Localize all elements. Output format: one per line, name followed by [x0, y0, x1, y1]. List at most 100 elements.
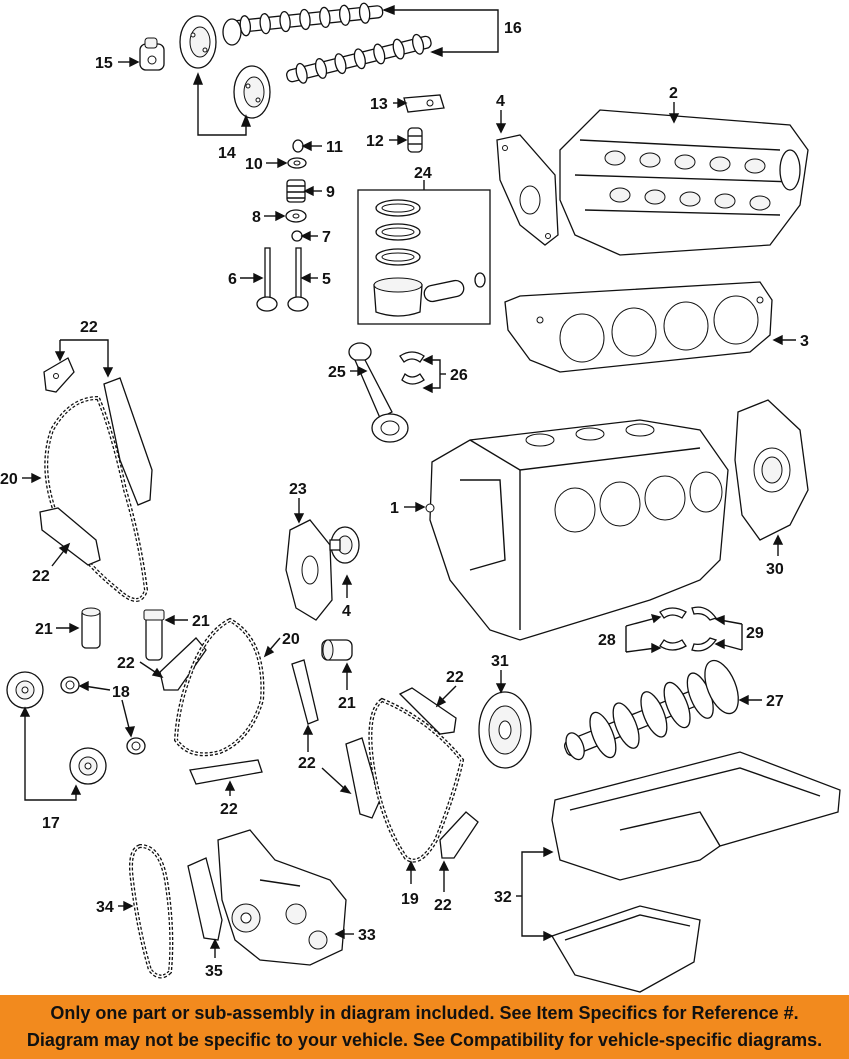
- callout-31: 31: [491, 653, 509, 670]
- spring-seat-8: [285, 209, 307, 223]
- oil-pump-chain: [129, 843, 174, 979]
- callout-24: 24: [414, 165, 432, 182]
- cylinder-head: [559, 109, 809, 256]
- head-gasket: [504, 281, 773, 373]
- callout-34: 34: [96, 899, 114, 916]
- callout-21-mid: 21: [192, 613, 210, 630]
- chain-guide-right-bottom: [439, 811, 479, 859]
- lash-adjuster-12: [407, 127, 423, 153]
- leader-lines: [19, 4, 796, 958]
- valve-6: [256, 247, 278, 312]
- tensioner-21-mid: [143, 609, 165, 661]
- chain-guide-bottom-mid: [189, 759, 263, 785]
- chain-guide-lower-left: [39, 507, 101, 566]
- crankshaft: [563, 659, 739, 761]
- callout-2: 2: [669, 85, 678, 102]
- tensioner-21-left: [81, 607, 101, 649]
- callout-14: 14: [218, 145, 236, 162]
- callout-7: 7: [322, 229, 331, 246]
- callout-20-left: 20: [0, 471, 18, 488]
- retainer-10: [287, 157, 307, 169]
- tensioner-21-right: [321, 639, 353, 661]
- callout-17: 17: [42, 815, 60, 832]
- valve-5: [287, 247, 309, 312]
- callout-22-top: 22: [80, 319, 98, 336]
- chain-guide-mid: [159, 637, 207, 691]
- chain-guide-right-top: [398, 687, 457, 735]
- chain-guide-top-left: [43, 357, 75, 393]
- engine-block: [425, 419, 729, 641]
- callout-22-right-bottom: 22: [434, 897, 452, 914]
- callout-4-upper: 4: [496, 93, 505, 110]
- chain-guide-right-mid: [345, 737, 381, 819]
- crank-sprocket-23: [285, 519, 333, 621]
- callout-28: 28: [598, 632, 616, 649]
- camshaft-lower: [286, 33, 432, 84]
- callout-6: 6: [228, 271, 237, 288]
- callout-10: 10: [245, 156, 263, 173]
- callout-22-mid: 22: [117, 655, 135, 672]
- callout-22-vertical: 22: [298, 755, 316, 772]
- bushing-18-lower: [126, 737, 146, 755]
- timing-chain-middle: [173, 617, 265, 757]
- piston-kit-box: [357, 189, 491, 325]
- callout-25: 25: [328, 364, 346, 381]
- callout-21-left: 21: [35, 621, 53, 638]
- callout-4-lower: 4: [342, 603, 351, 620]
- rear-main-seal-cover: [734, 399, 809, 541]
- timing-chain-left: [44, 395, 149, 602]
- callout-21-right: 21: [338, 695, 356, 712]
- callout-35: 35: [205, 963, 223, 980]
- callout-16: 16: [504, 20, 522, 37]
- oil-pan-lower: [551, 905, 701, 993]
- disclaimer-line-2: Diagram may not be specific to your vehi…: [26, 1030, 823, 1050]
- callout-15: 15: [95, 55, 113, 72]
- oil-pump-guide: [187, 857, 223, 941]
- callout-22-bottom-mid: 22: [220, 801, 238, 818]
- oil-pan-upper: [551, 751, 841, 881]
- callout-18: 18: [112, 684, 130, 701]
- connecting-rod: [348, 342, 409, 443]
- cam-adjuster-upper: [179, 15, 217, 69]
- callout-32: 32: [494, 889, 512, 906]
- callout-19: 19: [401, 891, 419, 908]
- callout-8: 8: [252, 209, 261, 226]
- callout-12: 12: [366, 133, 384, 150]
- cam-adjuster-lower: [233, 65, 271, 119]
- camshaft-upper: [222, 2, 384, 46]
- callout-22-right-top: 22: [446, 669, 464, 686]
- callout-27: 27: [766, 693, 784, 710]
- callout-9: 9: [326, 184, 335, 201]
- callout-5: 5: [322, 271, 331, 288]
- callout-3: 3: [800, 333, 809, 350]
- sprocket-17-lower: [69, 747, 107, 785]
- disclaimer-line-1: Only one part or sub-assembly in diagram…: [50, 1003, 799, 1023]
- harmonic-balancer: [478, 691, 532, 769]
- chain-guide-vertical: [291, 659, 319, 725]
- callout-33: 33: [358, 927, 376, 944]
- callout-numbers: 16 15 14 13 12 11 10 9 8 7 6 5 24 4 2 3 …: [0, 20, 809, 980]
- thrust-washers: [691, 606, 718, 652]
- rod-bearings: [399, 351, 425, 385]
- callout-11: 11: [326, 139, 343, 156]
- idler-gear-4: [329, 526, 360, 564]
- callout-29: 29: [746, 625, 764, 642]
- callout-30: 30: [766, 561, 784, 578]
- timing-chain-right: [368, 697, 465, 863]
- disclaimer-banner: Only one part or sub-assembly in diagram…: [0, 995, 849, 1059]
- oil-pump: [217, 829, 347, 966]
- callout-26: 26: [450, 367, 468, 384]
- main-bearings: [659, 607, 687, 651]
- camshaft-magnet-15: [139, 37, 165, 71]
- lifter-13: [403, 94, 445, 113]
- callout-13: 13: [370, 96, 388, 113]
- callout-22-lower-left: 22: [32, 568, 50, 585]
- bushing-18-upper: [60, 676, 80, 694]
- callout-20-mid: 20: [282, 631, 300, 648]
- engine-parts-diagram: 16 15 14 13 12 11 10 9 8 7 6 5 24 4 2 3 …: [0, 2, 841, 993]
- callout-23: 23: [289, 481, 307, 498]
- sprocket-17-upper: [6, 671, 44, 709]
- head-cover-plate-upper: [496, 134, 559, 246]
- valve-spring-9: [286, 179, 306, 203]
